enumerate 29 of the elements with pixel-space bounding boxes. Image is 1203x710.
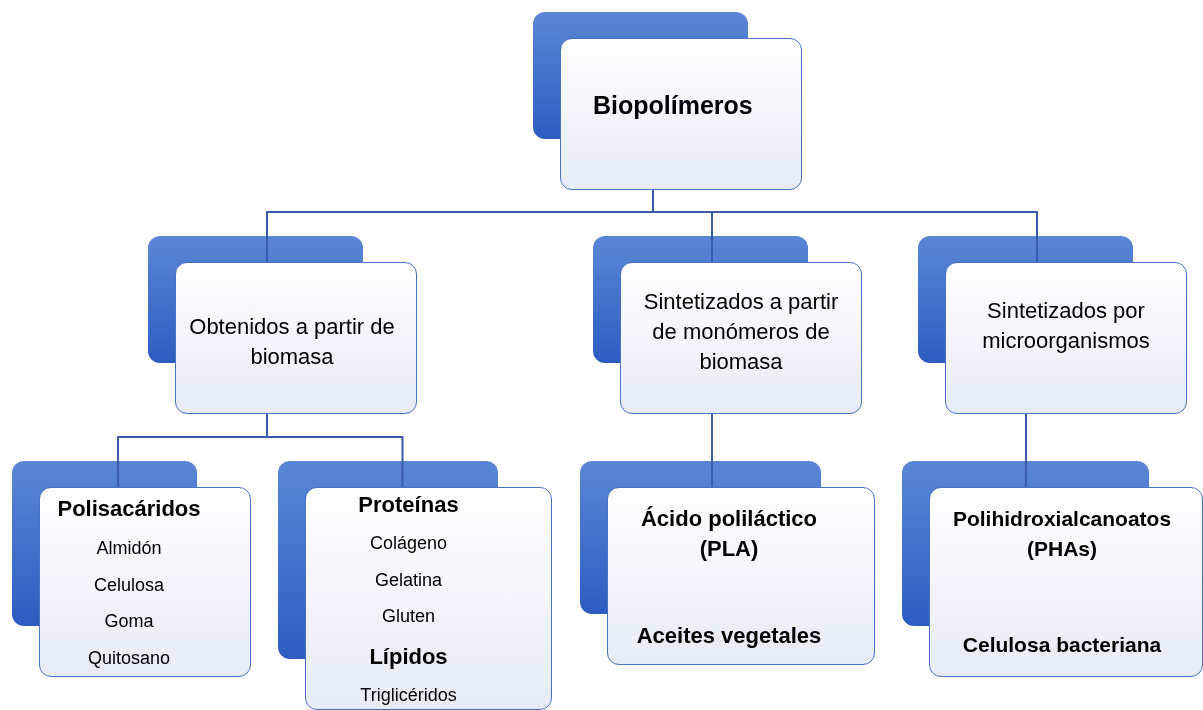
node-label: Quitosano [87, 647, 171, 670]
node-card [945, 262, 1187, 414]
node-card [39, 487, 251, 677]
node-card [620, 262, 862, 414]
node-card [607, 487, 875, 665]
node-label: Almidón [96, 536, 162, 560]
node-label: Polisacáridos [57, 495, 201, 523]
node-card [305, 487, 552, 710]
connector-line [1025, 413, 1027, 488]
node-label: Obtenidos a partir de biomasa [188, 313, 396, 371]
node-label: Celulosa bacteriana [962, 631, 1162, 658]
node-label: Proteínas [358, 491, 459, 519]
node-label: Goma [104, 610, 154, 634]
node-label: Celulosa [93, 573, 164, 597]
node-card [929, 487, 1203, 677]
node-label: Colágeno [369, 532, 448, 556]
node-label: Ácido poliláctico (PLA) [640, 505, 818, 563]
node-label: Sintetizados por microorganismos [981, 297, 1151, 355]
node-card [175, 262, 417, 414]
node-label: Sintetizados a partir de monómeros de biomasa [642, 288, 840, 376]
node-label: Polihidroxialcanoatos (PHAs) [951, 506, 1173, 562]
node-label: Gluten [381, 605, 435, 629]
node-label: Triglicéridos [360, 683, 457, 707]
node-label: Aceites vegetales [636, 622, 822, 650]
node-label: Lípidos [369, 642, 448, 671]
node-label: Gelatina [374, 568, 442, 592]
node-label: Biopolímeros [593, 90, 753, 122]
node-card [560, 38, 802, 190]
connector-line [711, 413, 713, 488]
